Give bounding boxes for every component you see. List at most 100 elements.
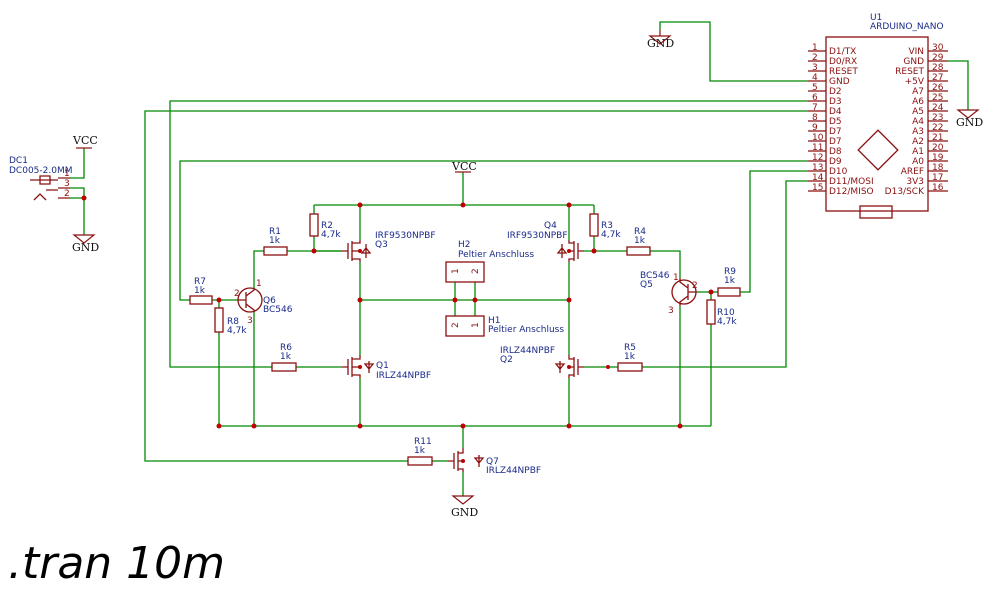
- resistor-r10: R10 4,7k: [706, 299, 737, 327]
- arduino-right-pin-number: 16: [932, 183, 944, 193]
- arduino-left-pin-number: 11: [812, 143, 823, 153]
- arduino-right-pin-name: A2: [912, 137, 924, 147]
- arduino-left-pin-number: 14: [812, 173, 824, 183]
- gnd-symbol-right: GND: [956, 109, 983, 129]
- arduino-right-pin-number: 25: [932, 93, 943, 103]
- r10-ref: R10: [717, 308, 735, 318]
- mosfet-q7: Q7 IRLZ44NPBF: [448, 448, 541, 476]
- r3-value: 4,7k: [601, 230, 621, 240]
- arduino-left-pin-number: 5: [812, 83, 818, 93]
- arduino-right-pin-number: 22: [932, 123, 943, 133]
- r3-ref: R3: [601, 221, 613, 231]
- arduino-right-pin-number: 18: [932, 163, 944, 173]
- gnd-label-top: GND: [647, 37, 674, 50]
- arduino-left-pin-name: D5: [829, 117, 842, 127]
- q5-pin-1: 1: [673, 273, 679, 283]
- r6-ref: R6: [280, 343, 292, 353]
- arduino-ref: U1: [870, 13, 882, 23]
- arduino-right-pins: 30VIN29GND28RESET27+5V26A725A624A523A422…: [885, 43, 948, 197]
- resistor-r1: R1 1k: [263, 227, 288, 256]
- vcc-symbol-center: VCC: [451, 160, 477, 173]
- q7-ref: Q7: [486, 457, 499, 467]
- resistor-r11: R11 1k: [407, 437, 433, 466]
- gnd-symbol-jack: GND: [72, 234, 99, 254]
- arduino-right-pin-name: VIN: [908, 47, 924, 57]
- arduino-left-pin-name: GND: [829, 77, 850, 87]
- arduino-left-pin-name: D12/MISO: [829, 187, 874, 197]
- arduino-left-pin-name: D9: [829, 157, 842, 167]
- arduino-left-pin-name: D7: [829, 127, 842, 137]
- dc-jack: 1 3 2 DC1 DC005-2.0MM: [9, 156, 72, 201]
- vcc-label-jack: VCC: [72, 134, 98, 147]
- h2-ref: H2: [458, 240, 471, 250]
- resistor-r7: R7 1k: [189, 277, 213, 305]
- mosfet-q4: Q4 IRF9530NPBF: [507, 221, 584, 262]
- arduino-left-pin-number: 9: [812, 123, 818, 133]
- h2-value: Peltier Anschluss: [458, 250, 534, 260]
- r7-ref: R7: [194, 277, 206, 287]
- resistor-r9: R9 1k: [717, 267, 741, 297]
- r1-ref: R1: [269, 227, 281, 237]
- r8-value: 4,7k: [227, 326, 247, 336]
- resistor-r3: R3 4,7k: [589, 213, 621, 240]
- resistor-r4: R4 1k: [626, 227, 651, 256]
- r4-ref: R4: [634, 227, 646, 237]
- arduino-right-pin-name: A1: [912, 147, 924, 157]
- gnd-label-jack: GND: [72, 241, 99, 254]
- q6-pin-3: 3: [247, 316, 253, 326]
- q3-value: IRF9530NPBF: [375, 231, 436, 241]
- gnd-symbol-top: GND: [647, 30, 674, 50]
- arduino-left-pin-number: 10: [812, 133, 824, 143]
- arduino-left-pin-name: D2: [829, 87, 842, 97]
- header-h1: 2 1 H1 Peltier Anschluss: [445, 315, 564, 337]
- arduino-right-pin-name: GND: [903, 57, 924, 67]
- q4-ref: Q4: [544, 221, 557, 231]
- arduino-right-pin-number: 26: [932, 83, 944, 93]
- arduino-right-pin-number: 19: [932, 153, 944, 163]
- arduino-right-pin-number: 30: [932, 43, 944, 53]
- sim-directive: .tran 10m: [8, 538, 225, 589]
- arduino-left-pin-name: D3: [829, 97, 842, 107]
- arduino-left-pin-number: 15: [812, 183, 823, 193]
- arduino-right-pin-name: RESET: [895, 67, 924, 77]
- r11-value: 1k: [414, 446, 426, 456]
- arduino-left-pin-number: 8: [812, 113, 818, 123]
- q2-value: IRLZ44NPBF: [500, 346, 555, 356]
- arduino-left-pin-number: 13: [812, 163, 823, 173]
- arduino-right-pin-number: 28: [932, 63, 944, 73]
- q6-value: BC546: [263, 305, 293, 315]
- q7-value: IRLZ44NPBF: [486, 466, 541, 476]
- arduino-left-pin-number: 1: [812, 43, 818, 53]
- arduino-right-pin-name: A4: [912, 117, 924, 127]
- bjt-q5: 1 2 3 BC546 Q5: [640, 271, 698, 316]
- arduino-right-pin-number: 23: [932, 113, 943, 123]
- q5-ref: Q5: [640, 280, 653, 290]
- arduino-left-pin-number: 12: [812, 153, 823, 163]
- resistor-r2: R2 4,7k: [309, 213, 341, 240]
- r2-ref: R2: [321, 221, 333, 231]
- arduino-left-pin-name: D0/RX: [829, 57, 857, 67]
- h1-value: Peltier Anschluss: [488, 325, 564, 335]
- r1-value: 1k: [269, 236, 281, 246]
- h1-pin-2: 2: [451, 322, 461, 328]
- arduino-value: ARDUINO_NANO: [870, 22, 944, 32]
- r4-value: 1k: [634, 236, 646, 246]
- arduino-left-pin-name: D11/MOSI: [829, 177, 874, 187]
- arduino-right-pin-name: D13/SCK: [885, 187, 925, 197]
- q1-value: IRLZ44NPBF: [376, 371, 431, 381]
- resistor-r6: R6 1k: [271, 343, 297, 372]
- r11-ref: R11: [414, 437, 432, 447]
- arduino-right-pin-number: 21: [932, 133, 943, 143]
- vcc-label-center: VCC: [451, 160, 477, 173]
- mosfet-q2: IRLZ44NPBF Q2: [500, 346, 584, 378]
- r2-value: 4,7k: [321, 230, 341, 240]
- arduino-right-pin-name: A5: [912, 107, 924, 117]
- arduino-right-pin-name: A7: [912, 87, 924, 97]
- arduino-left-pin-number: 3: [812, 63, 818, 73]
- resistor-r5: R5 1k: [617, 343, 643, 372]
- q5-value: BC546: [640, 271, 670, 281]
- arduino-right-pin-name: +5V: [905, 77, 925, 87]
- r5-value: 1k: [624, 352, 636, 362]
